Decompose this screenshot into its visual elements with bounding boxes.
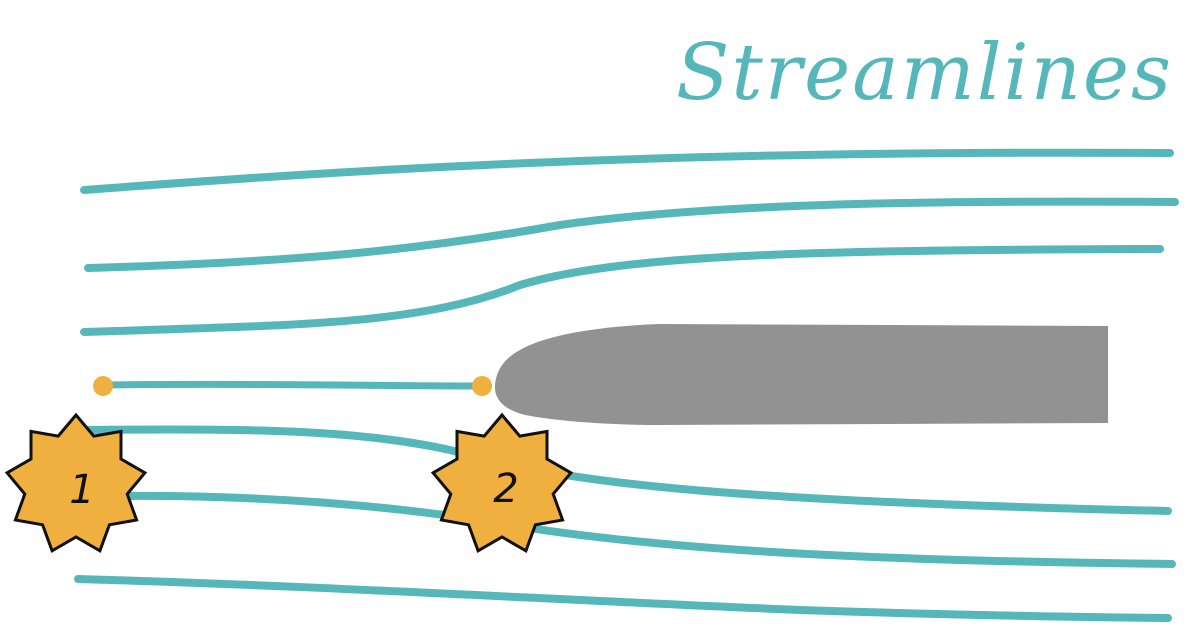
marker-1-label: 1	[69, 467, 94, 513]
streamline	[80, 148, 1174, 194]
marker-1-starburst-icon: 1	[4, 412, 148, 553]
stagnation-point-dot	[472, 376, 492, 396]
starburst-badge-icon	[430, 412, 574, 553]
streamline	[74, 575, 1172, 622]
streamline	[84, 197, 1179, 272]
starburst-badge-icon	[4, 412, 148, 553]
diagram-title: Streamlines	[676, 28, 1173, 118]
stagnation-streamline-start-dot	[93, 376, 113, 396]
stagnation-streamline	[99, 380, 486, 390]
marker-2-label: 2	[493, 466, 518, 512]
streamline	[80, 245, 1164, 336]
streamlined-body	[494, 324, 1109, 425]
marker-2-starburst-icon: 2	[430, 412, 574, 553]
